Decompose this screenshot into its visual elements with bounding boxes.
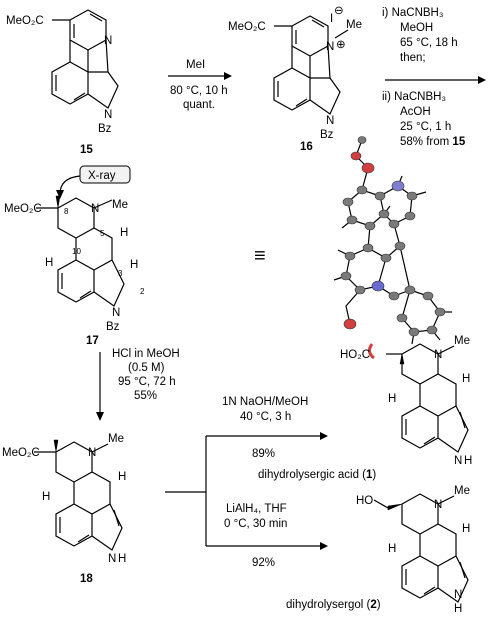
step2-yield-ref: 15: [452, 136, 465, 148]
p1-h5: H: [462, 373, 470, 385]
compound-17: X-ray MeO₂C 8 N Me 10 5 3 2 H H H N Bz 1…: [4, 165, 145, 347]
c18-indole-n: N: [108, 553, 116, 565]
p1-acid: HO₂C: [340, 349, 370, 361]
c17-label: 17: [86, 335, 99, 347]
xray-callout: [79, 165, 131, 184]
p1-me: Me: [454, 335, 470, 347]
c17-c2-number: 2: [140, 287, 145, 296]
arrow-step4-5: 1N NaOH/MeOH 40 °C, 3 h 89% LiAlH₄, THF …: [165, 396, 328, 569]
c15-bz: Bz: [98, 123, 112, 135]
step3-line3: 95 °C, 72 h: [118, 376, 176, 388]
compound-16: MeO₂C I ⊖ Me N ⊕ N Bz 16: [228, 5, 362, 153]
c16-minus: ⊖: [334, 5, 344, 17]
c15-label: 15: [80, 144, 93, 156]
c18-n: N: [88, 447, 96, 459]
step2-line3: 65 °C, 18 h: [400, 37, 458, 49]
c16-bz: Bz: [320, 129, 334, 141]
c18-indole-h: H: [118, 553, 126, 565]
step2-line8: 58% from 15: [400, 136, 466, 148]
c17-h10: H: [45, 257, 53, 269]
p2-name-close: ): [377, 599, 381, 611]
p1-name-text: dihydrolysergic acid (: [258, 469, 366, 481]
step1-yield: quant.: [183, 99, 215, 111]
c18-h5: H: [118, 471, 126, 483]
p2-name: dihydrolysergol (2): [286, 599, 381, 611]
step2-yield-text: 58% from: [400, 136, 452, 148]
arrow-step2: i) NaCNBH₃ MeOH 65 °C, 18 h then; ii) Na…: [382, 7, 486, 148]
c15-indoline-n: N: [104, 109, 112, 121]
step4-line2: 40 °C, 3 h: [240, 411, 291, 423]
p2-h10: H: [388, 543, 396, 555]
step2-line7: 25 °C, 1 h: [400, 121, 451, 133]
c18-label: 18: [80, 573, 93, 585]
step4-line3: 89%: [252, 448, 275, 460]
c17-indoline-n: N: [112, 307, 120, 319]
step2-line5: ii) NaCNBH₃: [382, 91, 446, 103]
c16-pyridinium-n: N: [326, 41, 334, 53]
c17-ester: MeO₂C: [4, 203, 42, 215]
p2-me: Me: [454, 485, 470, 497]
c17-h3: H: [130, 259, 138, 271]
p2-oh: HO: [356, 495, 373, 507]
p2-indole-n: N: [454, 589, 462, 601]
p1-number: 1: [366, 469, 373, 481]
step1-reagent: MeI: [186, 59, 205, 71]
c17-h5: H: [120, 227, 128, 239]
c17-c10-number: 10: [72, 247, 81, 256]
p2-name-text: dihydrolysergol (: [286, 599, 371, 611]
step3-line2: (0.5 M): [128, 362, 165, 374]
p1-name: dihydrolysergic acid (1): [258, 469, 376, 481]
c17-me: Me: [112, 199, 128, 211]
p2-n: N: [434, 499, 442, 511]
step3-line1: HCl in MeOH: [112, 348, 180, 360]
p1-h10: H: [388, 393, 396, 405]
compound-18: MeO₂C N Me H H N H 18: [2, 433, 126, 585]
xray-crystal-structure: [333, 136, 452, 360]
p1-name-close: ): [372, 469, 376, 481]
step2-line6: AcOH: [400, 106, 431, 118]
c16-ester: MeO₂C: [228, 21, 266, 33]
c16-plus: ⊕: [336, 39, 346, 51]
p2-indole-h: H: [454, 603, 462, 615]
p1-n: N: [434, 349, 442, 361]
c17-c5-number: 5: [100, 229, 105, 238]
c16-label: 16: [300, 141, 313, 153]
step3-line4: 55%: [134, 390, 157, 402]
step5-line2: 0 °C, 30 min: [224, 518, 287, 530]
step5-line3: 92%: [252, 557, 275, 569]
step4-line1: 1N NaOH/MeOH: [222, 396, 308, 408]
c15-ester: MeO₂C: [6, 15, 44, 27]
arrow-step3: HCl in MeOH (0.5 M) 95 °C, 72 h 55%: [96, 348, 180, 421]
c17-bz: Bz: [106, 321, 120, 333]
p2-number: 2: [370, 599, 376, 611]
c17-n: N: [91, 203, 99, 215]
step5-line1: LiAlH₄, THF: [226, 503, 287, 515]
equivalence-symbol: ≡: [254, 245, 266, 267]
step1-temp: 80 °C, 10 h: [170, 85, 228, 97]
step2-line2: MeOH: [400, 22, 433, 34]
step2-line4: then;: [400, 52, 426, 64]
p2-h5: H: [462, 523, 470, 535]
c17-c8-number: 8: [64, 207, 69, 216]
c15-pyridine-n: N: [104, 35, 112, 47]
xray-label: X-ray: [88, 170, 116, 182]
c16-me: Me: [346, 19, 362, 31]
c16-iodide: I: [330, 13, 333, 25]
arrow-step1: MeI 80 °C, 10 h quant.: [168, 59, 232, 111]
c18-ester: MeO₂C: [2, 447, 40, 459]
product-2: HO N Me H H N H dihydrolysergol (2): [286, 485, 470, 615]
compound-15: MeO₂C N N Bz 15: [6, 9, 119, 156]
product-1: HO₂C N Me H H N H dihydrolysergic acid (…: [258, 335, 472, 481]
p1-indole-h: H: [464, 455, 472, 467]
c18-h10: H: [42, 491, 50, 503]
p1-indole-n: N: [454, 455, 462, 467]
c18-me: Me: [108, 433, 124, 445]
c16-indoline-n: N: [326, 115, 334, 127]
c17-c3-number: 3: [118, 269, 123, 278]
step2-line1: i) NaCNBH₃: [382, 7, 444, 19]
